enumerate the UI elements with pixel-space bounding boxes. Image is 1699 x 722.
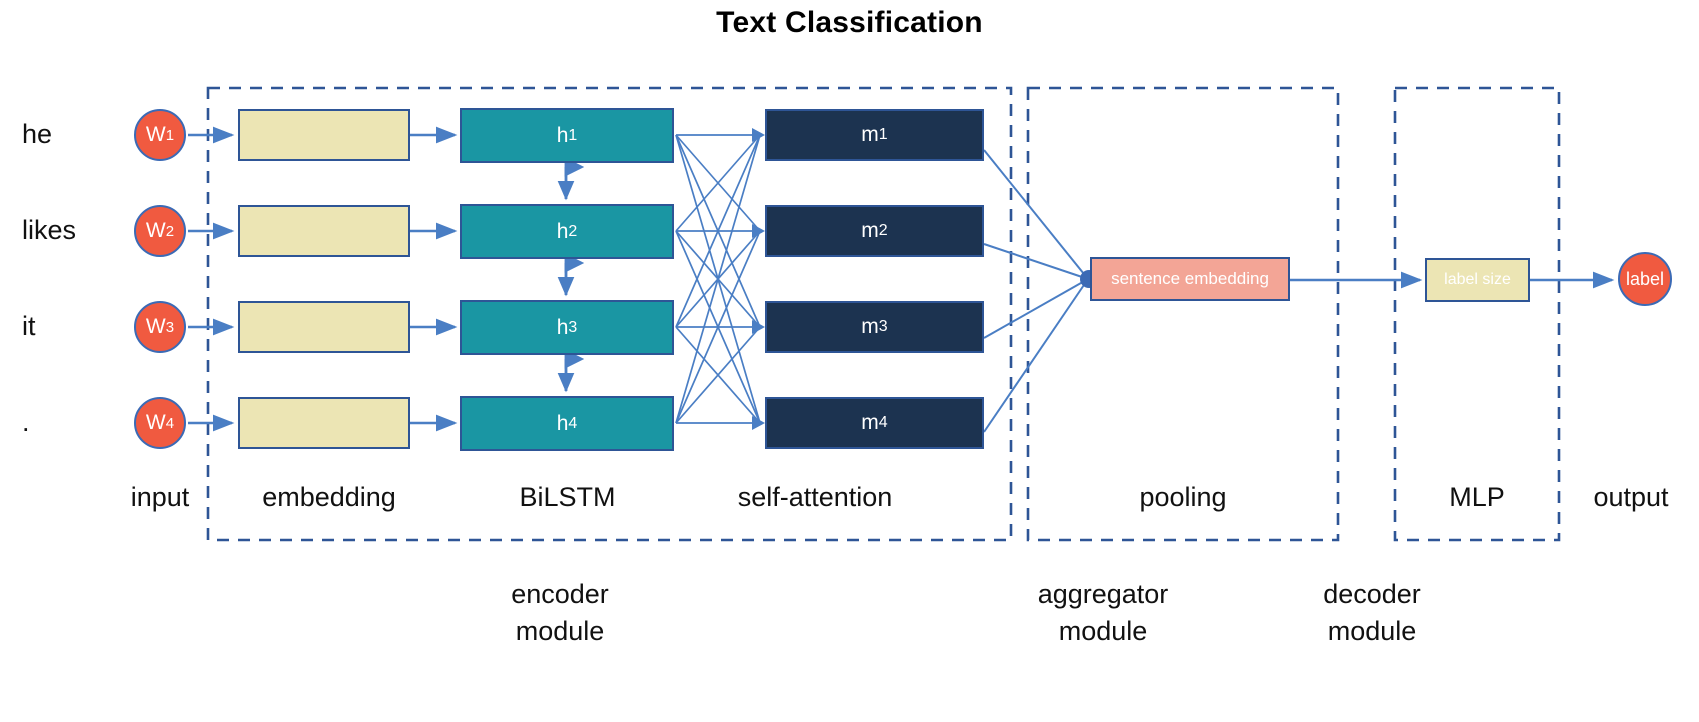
word-to-embedding-arrows <box>188 126 235 432</box>
bilstm-state-1-sub: 1 <box>568 126 578 144</box>
token-node-4-sub: 4 <box>165 414 175 432</box>
attention-state-1-base: m <box>861 123 879 146</box>
encoder-frame <box>206 86 1013 542</box>
stage-label-output: output <box>1593 482 1669 512</box>
stage-label-embedding: embedding <box>262 482 396 512</box>
token-node-2-base: W <box>145 219 166 242</box>
bilstm-state-4-sub: 4 <box>568 414 578 432</box>
pooling-convergence-lines <box>983 149 1089 433</box>
module-label-decoder-line2: module <box>1327 616 1417 646</box>
embedding-to-bilstm-arrows <box>410 126 458 432</box>
input-word-1: he <box>22 119 53 149</box>
stage-label-self-attention: self-attention <box>737 482 893 512</box>
module-label-decoder-line1: decoder <box>1323 579 1421 609</box>
token-node-4-base: W <box>145 411 166 434</box>
module-label-decoder: decoder module <box>1282 576 1462 650</box>
attention-state-4-sub: 4 <box>878 414 888 431</box>
stage-label-bilstm: BiLSTM <box>519 482 616 512</box>
bilstm-state-2-base: h <box>556 219 569 243</box>
embedding-box-3[interactable] <box>238 301 410 353</box>
input-word-3: it <box>22 311 36 341</box>
input-word-2: likes <box>22 215 77 245</box>
token-node-1-base: W <box>145 123 166 146</box>
attention-state-2-base: m <box>861 219 879 242</box>
token-node-3-sub: 3 <box>165 318 175 336</box>
stage-label-input: input <box>130 482 190 512</box>
token-node-2-sub: 2 <box>165 222 175 240</box>
bilstm-state-2-sub: 2 <box>568 222 578 240</box>
stage-label-pooling: pooling <box>1139 482 1227 512</box>
module-label-aggregator-line1: aggregator <box>1037 579 1169 609</box>
embedding-box-1[interactable] <box>238 109 410 161</box>
page-title: Text Classification <box>716 6 983 39</box>
attention-state-3-base: m <box>861 315 879 338</box>
module-label-aggregator-line2: module <box>1058 616 1148 646</box>
module-label-encoder-line1: encoder <box>511 579 609 609</box>
attention-state-2-sub: 2 <box>878 222 888 239</box>
embedding-box-2[interactable] <box>238 205 410 257</box>
sentence-embedding-box[interactable]: sentence embedding <box>1090 257 1290 301</box>
token-node-1-sub: 1 <box>165 126 175 144</box>
attention-state-3-sub: 3 <box>878 318 888 335</box>
bilstm-state-1-base: h <box>556 123 569 147</box>
self-attention-arrowheads <box>752 128 765 430</box>
token-node-3-base: W <box>145 315 166 338</box>
bilstm-state-3-base: h <box>556 315 569 339</box>
bilstm-state-3-sub: 3 <box>568 318 578 336</box>
module-label-aggregator: aggregator module <box>1008 576 1198 650</box>
attention-state-4-base: m <box>861 411 879 434</box>
bilstm-state-4-base: h <box>556 411 569 435</box>
self-attention-connections <box>675 134 761 424</box>
input-word-4: . <box>22 407 30 437</box>
label-size-box[interactable]: label size <box>1425 258 1530 302</box>
module-label-encoder: encoder module <box>460 576 660 650</box>
aggregator-frame <box>1026 86 1340 542</box>
decoder-frame <box>1393 86 1561 542</box>
embedding-box-4[interactable] <box>238 397 410 449</box>
attention-state-1-sub: 1 <box>878 126 888 143</box>
module-label-encoder-line2: module <box>515 616 605 646</box>
stage-label-mlp: MLP <box>1449 482 1505 512</box>
output-label-node[interactable]: label <box>1618 252 1672 306</box>
